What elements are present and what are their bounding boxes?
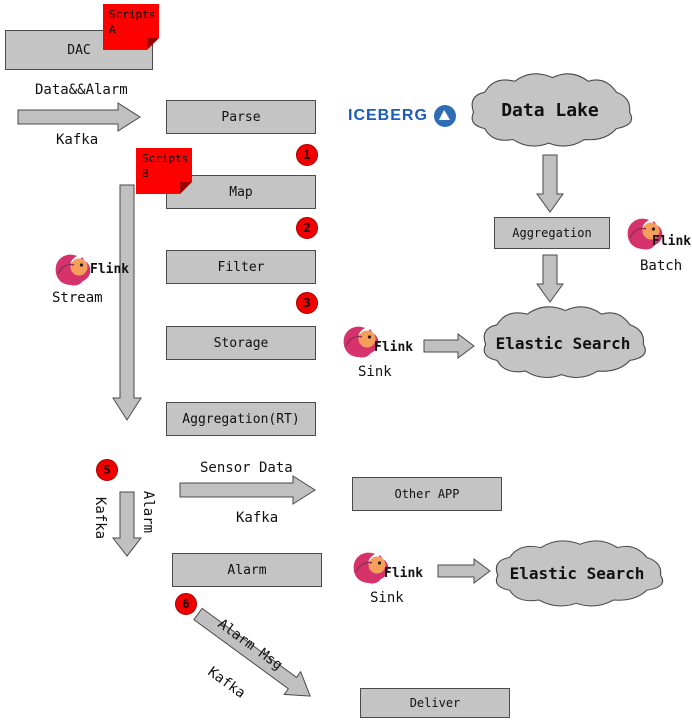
- storage-label: Storage: [213, 335, 269, 351]
- badge-2: 2: [296, 217, 318, 239]
- badge-1: 1: [296, 144, 318, 166]
- storage-box: Storage: [166, 326, 316, 360]
- elastic-search-bottom-label: Elastic Search: [509, 564, 645, 583]
- alarm-vertical-label: Alarm: [140, 490, 156, 534]
- scripts-b-line1: Scripts: [142, 152, 189, 165]
- badge-2-label: 2: [303, 221, 311, 235]
- badge-6-label: 6: [182, 597, 190, 611]
- iceberg-icon: [433, 105, 456, 127]
- dac-label: DAC: [67, 42, 91, 58]
- aggregation-rt-box: Aggregation(RT): [166, 402, 316, 436]
- arrow-aggregation-to-es: [536, 254, 564, 303]
- sink-top-label: Sink: [358, 364, 392, 380]
- kafka-sensor-label: Kafka: [236, 510, 279, 526]
- aggregation-box: Aggregation: [494, 217, 610, 249]
- aggregation-label: Aggregation: [512, 226, 592, 240]
- arrow-sensor-data: [179, 475, 316, 505]
- badge-3-label: 3: [303, 296, 311, 310]
- data-lake-label: Data Lake: [501, 100, 599, 121]
- arrow-sink-bottom: [437, 558, 491, 584]
- iceberg-logo: ICEBERG: [348, 104, 457, 128]
- data-alarm-label: Data&&Alarm: [35, 82, 128, 98]
- badge-1-label: 1: [303, 148, 311, 162]
- alarm-label: Alarm: [227, 562, 267, 578]
- badge-5-label: 5: [103, 463, 111, 477]
- other-app-box: Other APP: [352, 477, 502, 511]
- scripts-a-line1: Scripts: [109, 8, 156, 21]
- scripts-a-line2: A: [109, 22, 116, 36]
- flink-logo-stream: [54, 253, 92, 287]
- arrow-lake-to-aggregation: [536, 154, 564, 213]
- filter-label: Filter: [217, 259, 265, 275]
- iceberg-label: ICEBERG: [348, 107, 428, 124]
- badge-5: 5: [96, 459, 118, 481]
- aggregation-rt-label: Aggregation(RT): [182, 411, 300, 427]
- flink-batch-label: Flink: [652, 234, 692, 249]
- sink-bottom-label: Sink: [370, 590, 404, 606]
- sensor-data-label: Sensor Data: [200, 460, 293, 476]
- kafka-ingest-label: Kafka: [56, 132, 99, 148]
- map-label: Map: [229, 184, 253, 200]
- scripts-b-line2: B: [142, 166, 149, 180]
- elastic-search-top-label: Elastic Search: [495, 334, 631, 353]
- scripts-b-note: Scripts B: [136, 148, 192, 194]
- parse-label: Parse: [221, 109, 261, 125]
- scripts-a-note: Scripts A: [103, 4, 159, 50]
- other-app-label: Other APP: [394, 487, 460, 501]
- badge-3: 3: [296, 292, 318, 314]
- alarm-box: Alarm: [172, 553, 322, 587]
- flink-sink-top-label: Flink: [374, 340, 414, 355]
- filter-box: Filter: [166, 250, 316, 284]
- flink-sink-bottom-label: Flink: [384, 566, 424, 581]
- flink-stream-label: Flink: [90, 262, 130, 277]
- badge-6: 6: [175, 593, 197, 615]
- deliver-label: Deliver: [409, 696, 461, 710]
- arrow-deliver-diagonal: [193, 607, 311, 697]
- kafka-vertical-label: Kafka: [92, 496, 108, 540]
- parse-box: Parse: [166, 100, 316, 134]
- arrow-kafka-ingest: [17, 102, 141, 132]
- batch-label: Batch: [640, 258, 683, 274]
- deliver-box: Deliver: [360, 688, 510, 718]
- arrow-sink-top: [423, 333, 475, 359]
- arrow-alarm-down: [111, 491, 143, 557]
- arrow-stream-down: [112, 184, 142, 421]
- stream-label: Stream: [52, 290, 103, 306]
